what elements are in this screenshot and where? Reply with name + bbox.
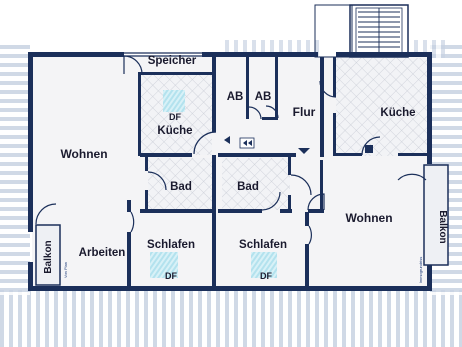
room-label-wohnen-left: Wohnen [60,147,107,161]
room-label-kueche-right: Küche [380,107,415,119]
room-label-arbeiten: Arbeiten [79,247,126,259]
room-label-ab-1: AB [227,91,244,103]
room-label-bad-right: Bad [237,181,259,193]
room-label-bad-left: Bad [170,181,192,193]
tiled-floors [140,58,428,210]
small-print-label: Von Plan [63,262,68,278]
walls [28,52,432,291]
skylights [150,90,277,278]
room-label-speicher: Speicher [148,55,197,67]
room-label-schlafen-left: Schlafen [147,239,195,251]
skylight-label-schlafen-right: DF [260,271,272,281]
door-swings [35,55,427,245]
room-label-balkon-right: Balkon [437,210,448,243]
hatch-marker [224,136,310,154]
room-label-kueche-left: Küche [157,125,192,137]
watermark-immogrundriss: Immogrundriss [418,257,423,283]
room-label-schlafen-right: Schlafen [239,239,287,251]
room-label-ab-2: AB [255,91,272,103]
room-label-flur: Flur [293,105,316,119]
skylight-label-schlafen-left: DF [165,271,177,281]
room-label-balkon-left: Balkon [43,240,54,273]
staircase [314,4,409,58]
windows [74,52,420,291]
room-label-wohnen-right: Wohnen [345,211,392,225]
skylight-label-kueche: DF [169,112,181,122]
balconies [35,164,449,286]
